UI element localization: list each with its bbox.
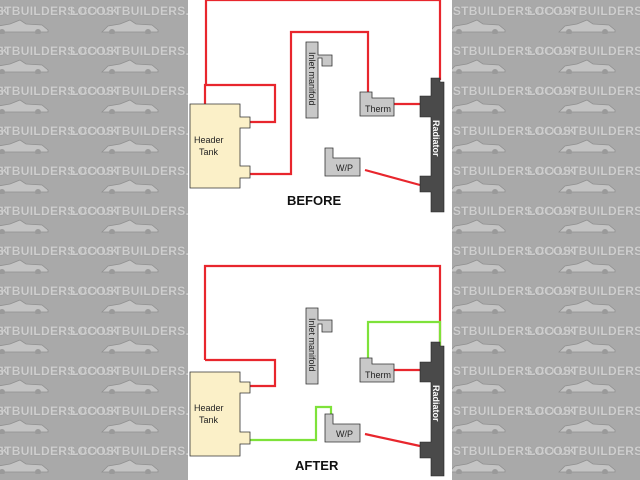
after-hose-top [203, 264, 442, 360]
watermark-right: LOCOSTBUILDERS.CO.UKLOCOSTBUILDERS.CO.UK… [452, 0, 640, 480]
after-hose-therm-rad [366, 320, 442, 364]
before-caption: BEFORE [287, 193, 342, 208]
before-hose-tank-therm [248, 30, 370, 176]
before-therm-label: Therm [365, 104, 391, 114]
before-wp-label: W/P [336, 163, 353, 173]
diagram-panel: Header Tank Inlet manifold Therm W/P Rad… [188, 0, 452, 480]
after-radiator [419, 341, 445, 477]
after-header-tank-label-2: Tank [199, 415, 219, 425]
watermark-left: LOCOSTBUILDERS.CO.UKLOCOSTBUILDERS.CO.UK… [0, 0, 188, 480]
after-water-pump [324, 413, 361, 443]
after-hose-tank-loop [205, 358, 277, 388]
after-header-tank [189, 371, 251, 457]
after-thermostat [359, 357, 395, 383]
after-hose-tank-wp [248, 405, 333, 442]
before-inlet-manifold [305, 41, 333, 119]
before-header-tank [189, 103, 251, 189]
after-wp-label: W/P [336, 429, 353, 439]
after-hose-wp-rad [364, 432, 421, 448]
before-hose-wp-rad [364, 168, 421, 187]
cooling-diagram: Header Tank Inlet manifold Therm W/P Rad… [189, 0, 445, 477]
before-radiator [419, 77, 445, 213]
before-hose-top [204, 0, 440, 86]
before-radiator-label: Radiator [431, 120, 441, 157]
after-hoses [203, 264, 442, 448]
before-hose-tank-loop [203, 83, 277, 124]
before-header-tank-label-2: Tank [199, 147, 219, 157]
after-section: Header Tank Inlet manifold Therm W/P Rad… [189, 264, 445, 477]
after-caption: AFTER [295, 458, 339, 473]
after-inlet-manifold-label: Inlet manifold [307, 318, 317, 372]
after-therm-label: Therm [365, 370, 391, 380]
before-water-pump [324, 147, 361, 177]
before-thermostat [359, 91, 395, 117]
after-inlet-manifold [305, 307, 333, 385]
after-header-tank-label-1: Header [194, 403, 224, 413]
before-inlet-manifold-label: Inlet manifold [307, 52, 317, 106]
before-hoses [203, 0, 442, 187]
before-section: Header Tank Inlet manifold Therm W/P Rad… [189, 0, 445, 213]
after-radiator-label: Radiator [431, 385, 441, 422]
before-header-tank-label-1: Header [194, 135, 224, 145]
